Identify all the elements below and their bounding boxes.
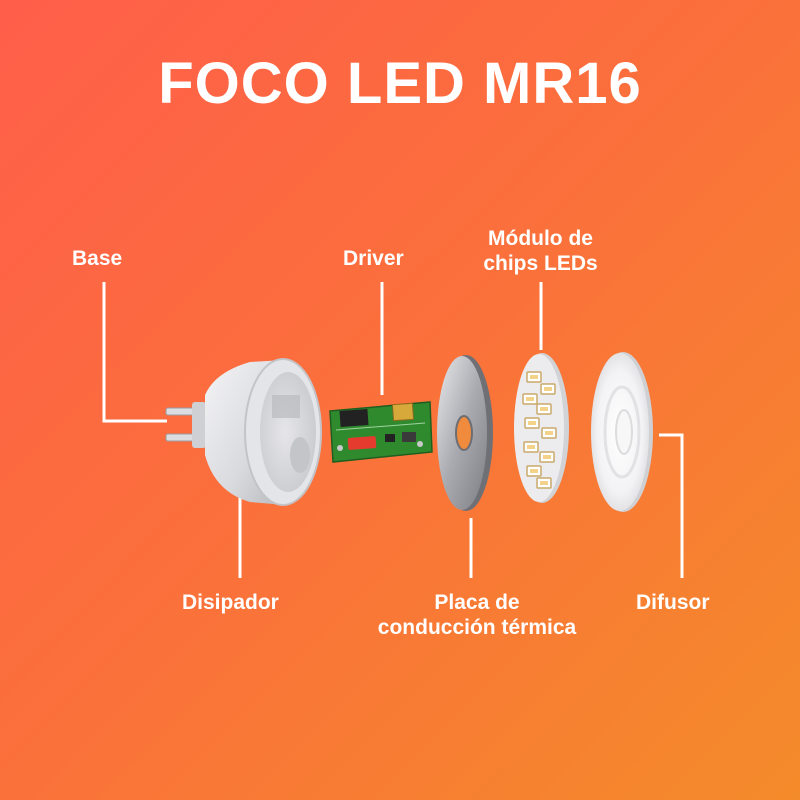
label-placa-line2: conducción térmica (377, 616, 577, 639)
label-disipador: Disipador (182, 591, 279, 614)
driver-pcb-icon (329, 401, 433, 463)
label-modulo-chips-leds: Módulo de chips LEDs (468, 226, 613, 276)
label-modulo-line2: chips LEDs (483, 252, 598, 275)
page-title: FOCO LED MR16 (158, 51, 642, 116)
modulo-chips-leds-icon (514, 353, 569, 503)
leader-base (102, 282, 167, 423)
base-pins-icon (165, 402, 206, 448)
disipador-icon (205, 358, 322, 506)
label-modulo-line1: Módulo de (488, 227, 593, 250)
label-difusor: Difusor (636, 591, 710, 614)
label-placa-conduccion: Placa de conducción térmica (352, 590, 602, 640)
label-driver: Driver (343, 247, 404, 270)
difusor-icon (591, 352, 653, 512)
placa-conduccion-icon (437, 355, 493, 511)
leader-difusor (659, 433, 684, 578)
label-placa-line1: Placa de (434, 591, 520, 614)
leader-lines (102, 282, 684, 578)
label-base: Base (72, 247, 123, 270)
